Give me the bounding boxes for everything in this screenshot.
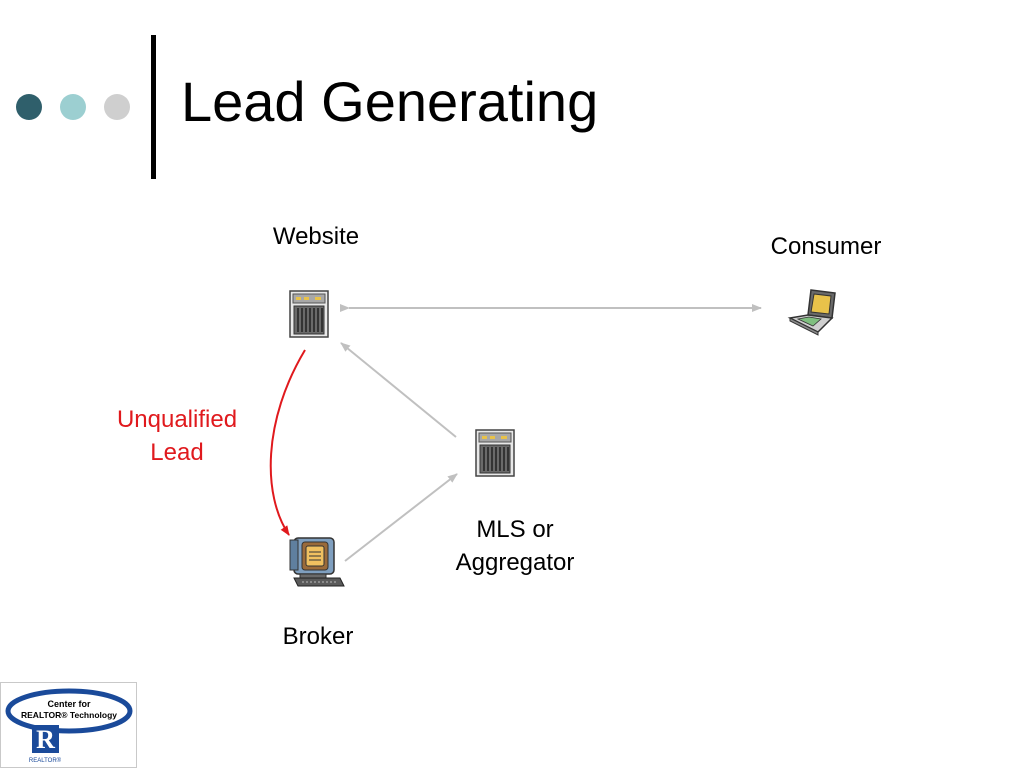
decoration-dot-dark (16, 94, 42, 120)
website-server-icon (289, 290, 329, 338)
center-for-realtor-technology-logo: Center for REALTOR® Technology R REALTOR… (0, 682, 137, 768)
mls-label-line1: MLS or (476, 516, 554, 543)
slide-title: Lead Generating (181, 70, 599, 133)
consumer-label: Consumer (770, 233, 882, 260)
mls-label-line2: Aggregator (455, 549, 575, 576)
logo-caption: REALTOR® (29, 757, 62, 764)
arrow-mls-to-website (340, 342, 457, 438)
website-label: Website (272, 223, 360, 250)
decoration-dot-gray (104, 94, 130, 120)
consumer-laptop-icon (787, 289, 836, 336)
unqualified-lead-label: Unqualified Lead (97, 403, 257, 469)
mls-aggregator-label: MLS or Aggregator (425, 513, 605, 579)
mls-server-icon (475, 429, 515, 477)
broker-desktop-icon (289, 537, 345, 587)
broker-label: Broker (282, 623, 354, 650)
decoration-dot-teal (60, 94, 86, 120)
logo-mark: R (36, 725, 55, 754)
logo-line1: Center for (47, 699, 91, 709)
arrow-broker-to-mls (344, 473, 458, 562)
logo-line2: REALTOR® Technology (21, 710, 117, 720)
edge-label-line2: Lead (150, 439, 204, 466)
title-divider (151, 35, 156, 179)
edge-label-line1: Unqualified (116, 406, 238, 433)
arrow-website-to-broker (269, 349, 306, 536)
